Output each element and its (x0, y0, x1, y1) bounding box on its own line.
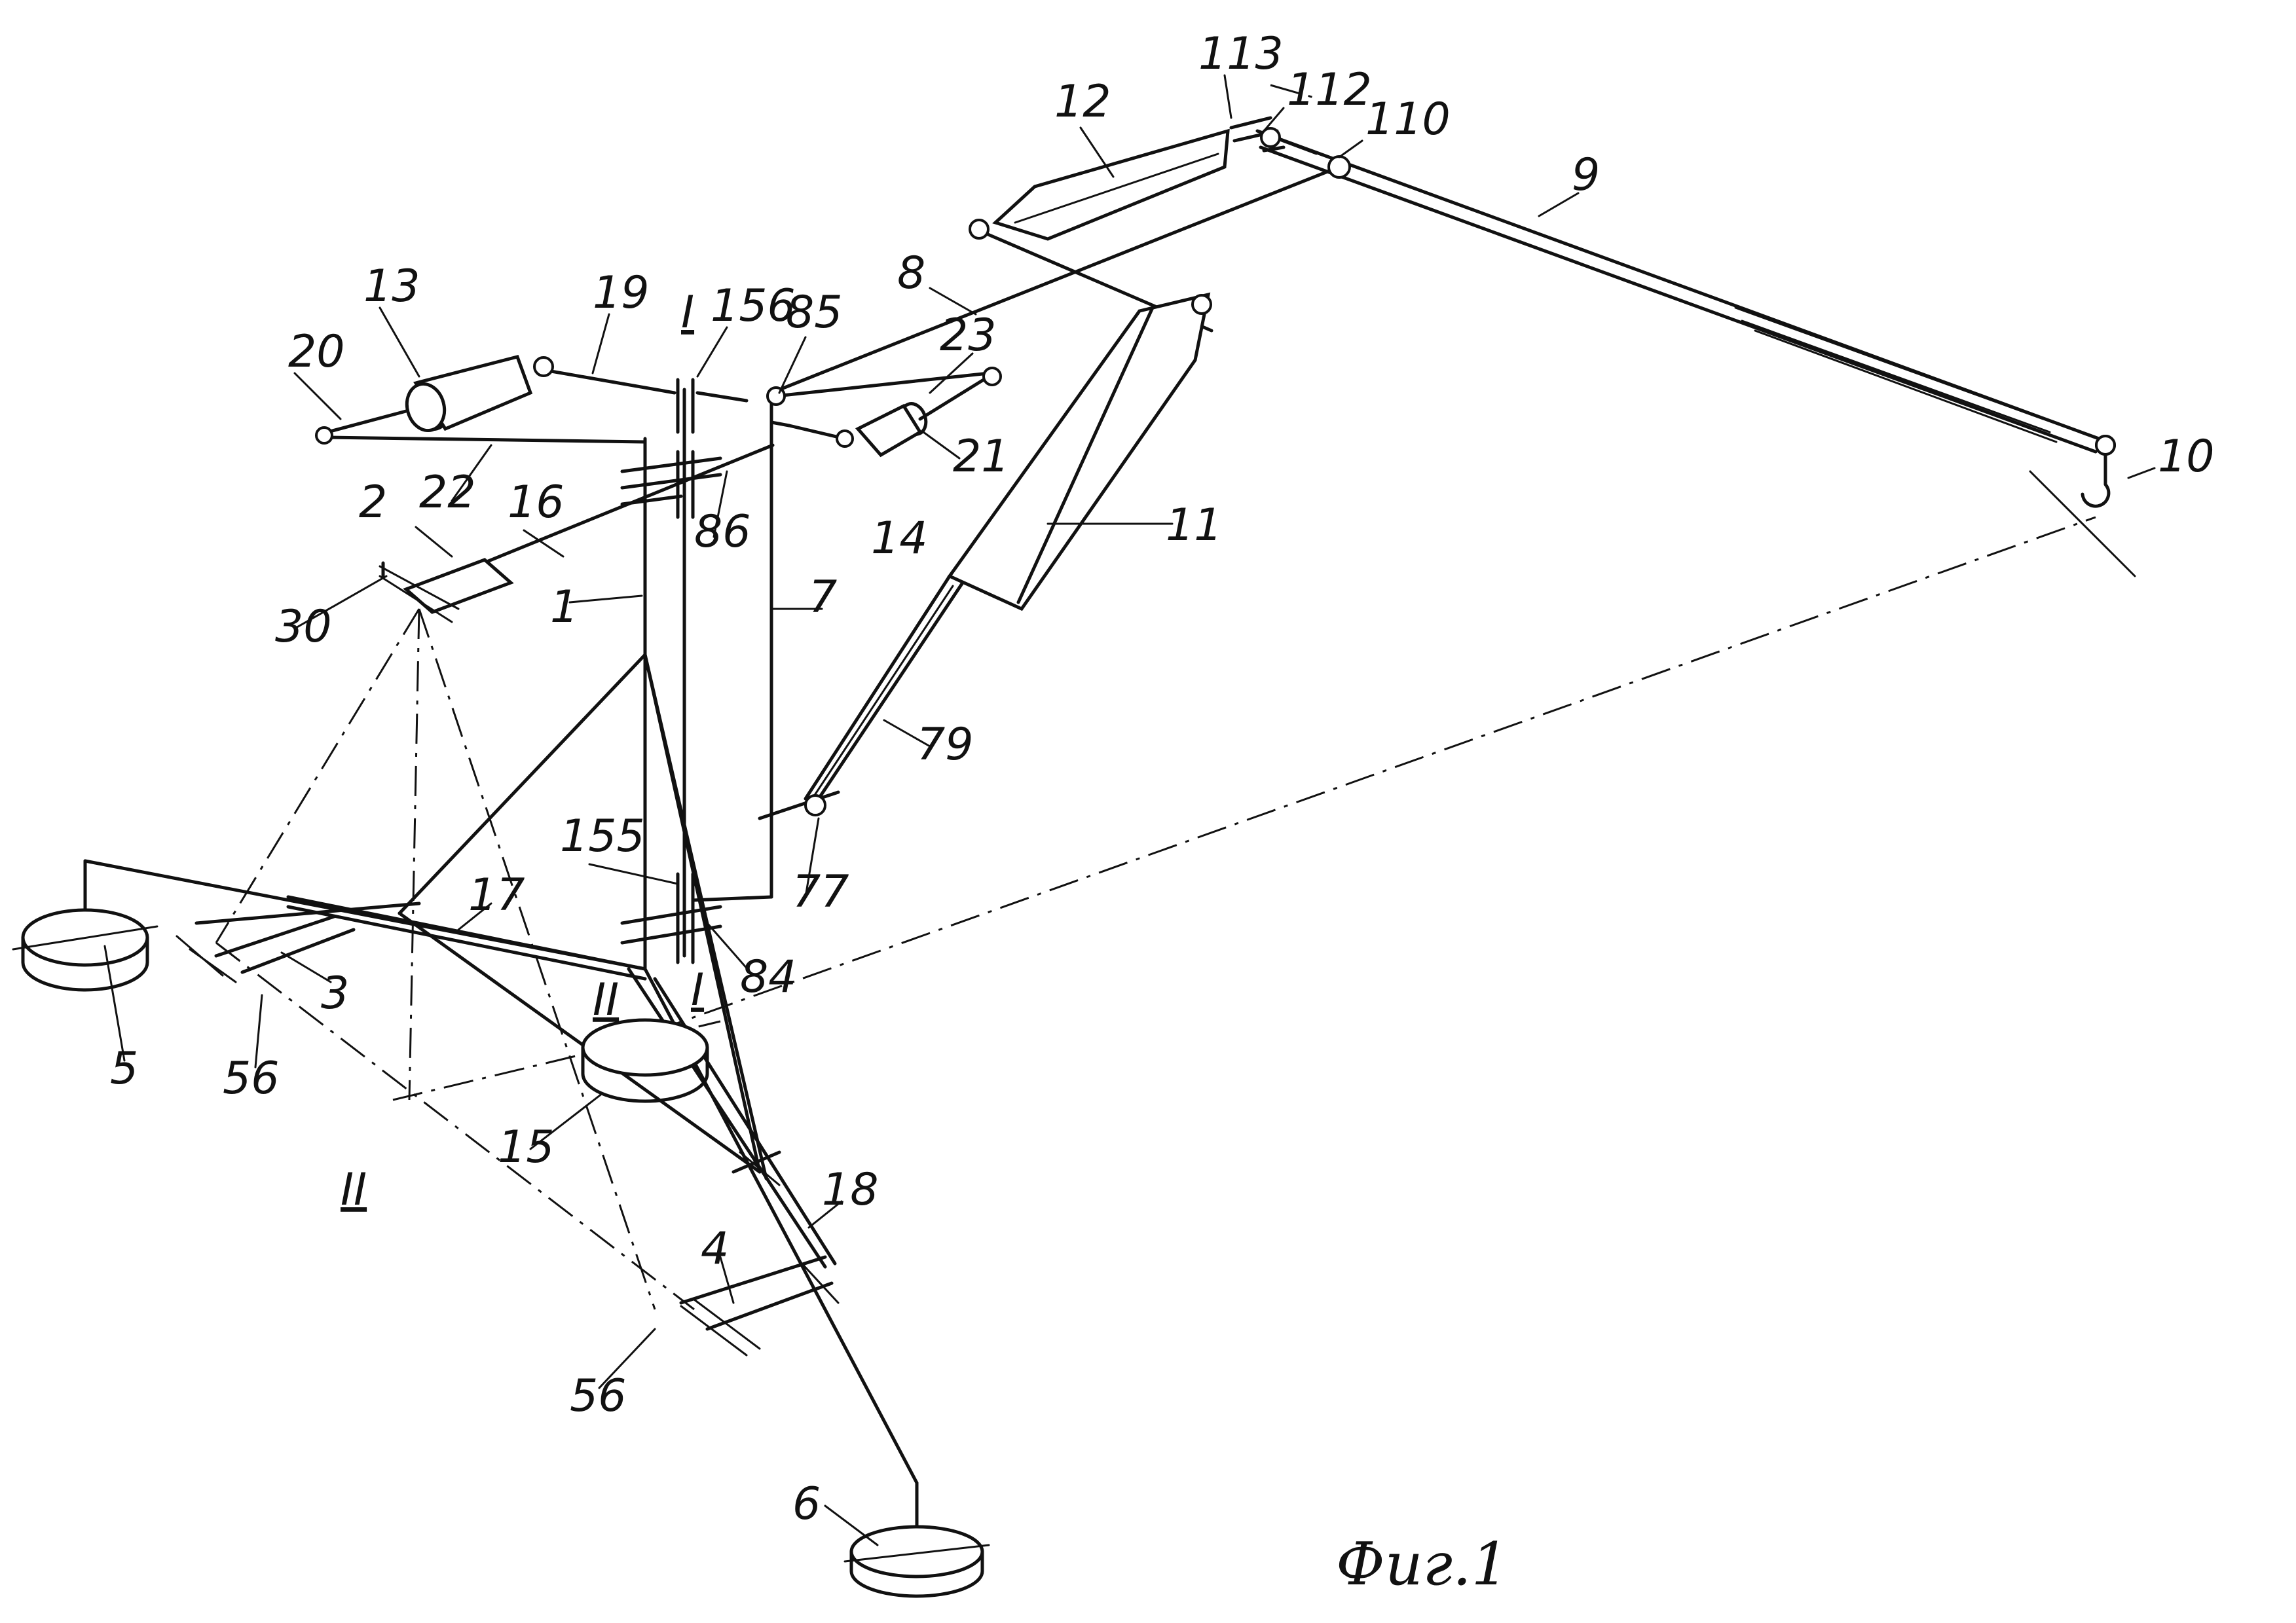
base-frame (85, 655, 917, 1532)
label-56-left: 56 (223, 1053, 280, 1104)
reference-numerals: 1 2 3 4 5 6 7 8 9 10 11 12 13 14 15 16 1… (110, 28, 2215, 1599)
label-21: 21 (953, 431, 1010, 483)
label-1: 1 (550, 581, 578, 633)
label-19: 19 (593, 267, 650, 319)
label-22: 22 (419, 467, 476, 519)
label-14: 14 (871, 513, 928, 564)
label-113: 113 (1198, 28, 1284, 80)
label-86: 86 (694, 506, 751, 558)
cylinder-13 (327, 357, 675, 442)
label-4: 4 (701, 1223, 729, 1275)
label-9: 9 (1572, 149, 1600, 201)
pad-5 (13, 910, 157, 990)
label-20: 20 (288, 326, 345, 378)
label-30: 30 (275, 601, 332, 653)
cylinder-12 (976, 118, 1284, 331)
label-77: 77 (792, 866, 849, 918)
label-6: 6 (792, 1478, 821, 1530)
label-5: 5 (110, 1043, 138, 1095)
section-I-top: I (681, 287, 694, 338)
label-16: 16 (508, 477, 565, 528)
pivot-markers (316, 128, 2115, 815)
label-84: 84 (740, 951, 797, 1003)
label-23: 23 (940, 310, 997, 361)
label-156: 156 (711, 280, 796, 332)
beam-17 (177, 897, 645, 982)
label-8: 8 (897, 247, 925, 299)
label-3: 3 (321, 968, 349, 1019)
label-13: 13 (363, 261, 420, 312)
section-II-mid: II (593, 974, 619, 1026)
boom-9 (1257, 131, 2099, 452)
label-18: 18 (822, 1164, 879, 1216)
label-11: 11 (1166, 500, 1223, 551)
figure-caption: Фиг.1 (1336, 1530, 1509, 1599)
label-110: 110 (1365, 94, 1451, 145)
label-2: 2 (359, 477, 387, 528)
section-I-mid: I (691, 964, 704, 1016)
section-II-bottom: II (341, 1164, 367, 1216)
bearing-156 (622, 380, 720, 517)
label-112: 112 (1287, 64, 1372, 116)
label-15: 15 (498, 1122, 555, 1173)
label-17: 17 (468, 869, 525, 921)
label-7: 7 (809, 572, 837, 623)
label-12: 12 (1054, 76, 1111, 128)
label-56-right: 56 (570, 1370, 627, 1422)
label-10: 10 (2158, 431, 2215, 483)
label-155: 155 (560, 811, 645, 862)
